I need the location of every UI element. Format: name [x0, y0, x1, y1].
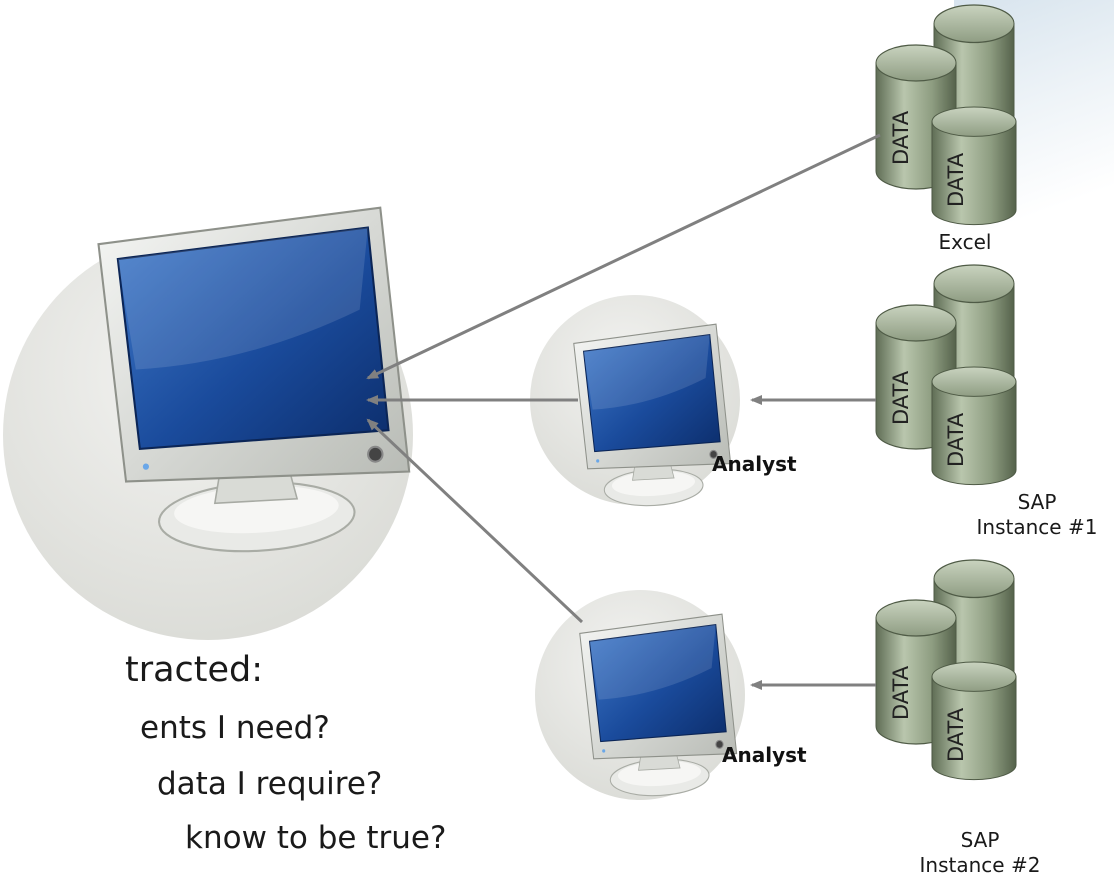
analyst-2-label: Analyst [722, 743, 807, 767]
sap-instance-1-label: SAP Instance #1 [976, 490, 1098, 539]
bullet-heading: tracted: [125, 650, 264, 690]
sap-instance-2-database-icon: DATA DATA [875, 559, 1017, 781]
data-label: DATA [889, 665, 913, 720]
sap-instance-2-label: SAP Instance #2 [919, 828, 1041, 877]
data-label: DATA [889, 370, 913, 425]
data-label: DATA [944, 412, 968, 467]
bullet-line-1: ents I need? [140, 710, 330, 746]
data-label: DATA [944, 707, 968, 762]
arrow-analyst2-to-main [366, 418, 584, 624]
bullet-line-3: know to be true? [185, 820, 447, 856]
data-label: DATA [889, 110, 913, 165]
excel-database-icon: DATA DATA [875, 4, 1017, 226]
analyst-1-label: Analyst [712, 452, 797, 476]
data-label: DATA [944, 152, 968, 207]
excel-label: Excel [938, 230, 992, 254]
arrow-excel-to-main [366, 133, 881, 380]
sap-instance-1-database-icon: DATA DATA [875, 264, 1017, 486]
bullet-line-2: data I require? [157, 766, 383, 802]
